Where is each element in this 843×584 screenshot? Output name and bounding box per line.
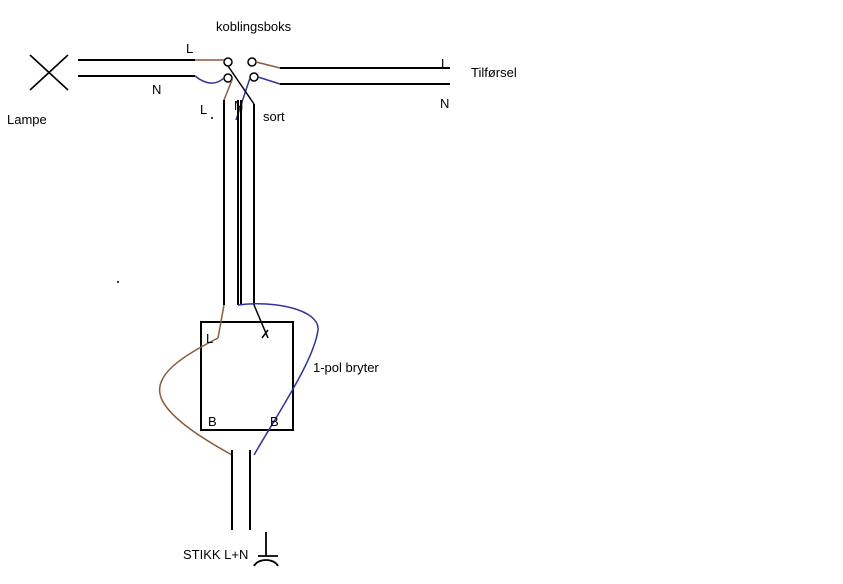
supply-cable bbox=[280, 67, 450, 85]
stray-marks bbox=[117, 117, 213, 283]
supply-L-label: L bbox=[441, 56, 449, 71]
socket-label: STIKK L+N bbox=[183, 547, 249, 562]
lamp-L-label: L bbox=[186, 41, 194, 56]
switch-cable bbox=[223, 100, 255, 305]
junction-box-terminals bbox=[223, 57, 259, 83]
lamp-symbol bbox=[29, 54, 69, 91]
lamp-label: Lampe bbox=[7, 112, 47, 127]
supply-N-label: N bbox=[440, 96, 450, 111]
switch-L-label: L bbox=[206, 331, 214, 346]
switch-wires bbox=[159, 302, 319, 456]
jbox-L-label: L bbox=[200, 102, 208, 117]
switch-box bbox=[200, 321, 294, 431]
switch-label: 1-pol bryter bbox=[313, 360, 379, 375]
lamp-N-label: N bbox=[152, 82, 162, 97]
black-wire-label: sort bbox=[263, 109, 285, 124]
switch-B2-label: B bbox=[270, 414, 279, 429]
jbox-N-label: N bbox=[234, 98, 244, 113]
supply-label: Tilførsel bbox=[471, 65, 517, 80]
socket-symbol bbox=[253, 532, 279, 567]
socket-cable bbox=[231, 450, 251, 530]
lamp-cable bbox=[78, 59, 195, 77]
junction-box-label: koblingsboks bbox=[216, 19, 292, 34]
switch-B1-label: B bbox=[208, 414, 217, 429]
